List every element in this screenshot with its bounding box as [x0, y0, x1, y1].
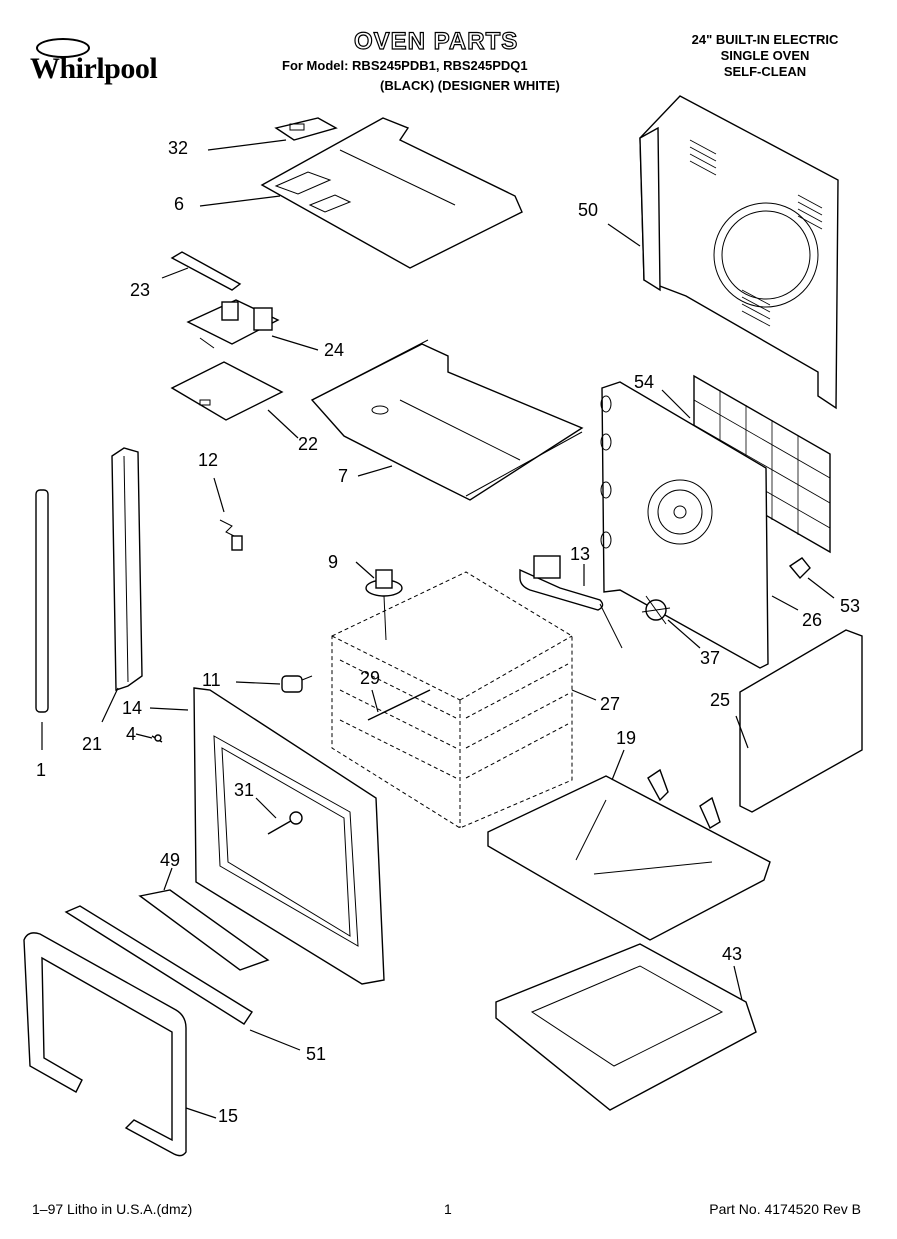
callout-25: 25: [710, 690, 731, 710]
callout-23: 23: [130, 280, 151, 300]
callout-4: 4: [126, 724, 137, 744]
footer-part-number: Part No. 4174520 Rev B: [709, 1201, 861, 1217]
page-title: OVEN PARTS: [353, 27, 519, 55]
callout-32: 32: [168, 138, 189, 158]
callout-14: 14: [122, 698, 143, 718]
part-6-top-panel: [260, 117, 523, 269]
footer-print-info: 1–97 Litho in U.S.A.(dmz): [32, 1201, 193, 1217]
part-32-plate: [274, 117, 338, 141]
part-11-light-socket: [281, 675, 313, 693]
callout-15: 15: [218, 1106, 239, 1126]
part-31-sensor: [267, 811, 303, 835]
brand-logo: Whirlpool: [30, 52, 158, 85]
part-14-front-frame: [193, 687, 385, 985]
callout-6: 6: [174, 194, 185, 214]
description-line-2: SINGLE OVEN: [720, 48, 810, 63]
part-26-fan-panel: [600, 381, 769, 669]
callout-7: 7: [338, 466, 349, 486]
part-49-filler-strip: [138, 889, 270, 971]
callout-37: 37: [700, 648, 721, 668]
description-line-3: SELF-CLEAN: [723, 64, 807, 79]
callout-31: 31: [234, 780, 255, 800]
callout-50: 50: [578, 200, 599, 220]
part-37-fan-blade: [641, 595, 671, 625]
part-21-side-channel: [111, 447, 143, 691]
part-53-clip: [788, 557, 811, 580]
model-line: For Model: RBS245PDB1, RBS245PDQ1: [282, 58, 528, 73]
part-54-insulation-grid: [693, 374, 831, 554]
callout-51: 51: [306, 1044, 327, 1064]
callout-54: 54: [634, 372, 655, 392]
part-13-bake-element: [519, 555, 623, 649]
callout-26: 26: [802, 610, 823, 630]
part-23-bracket: [170, 251, 242, 291]
callout-29: 29: [360, 668, 381, 688]
callout-13: 13: [570, 544, 591, 564]
part-50-rear-panel: [639, 95, 839, 410]
callout-21: 21: [82, 734, 103, 754]
part-43-bottom-tray: [495, 943, 757, 1111]
part-51-vent-trim: [64, 905, 253, 1025]
product-description: 24" BUILT-IN ELECTRIC SINGLE OVEN SELF-C…: [665, 32, 865, 80]
part-1-side-trim: [35, 489, 49, 713]
brand-logo-swirl: [36, 38, 90, 58]
description-line-1: 24" BUILT-IN ELECTRIC: [691, 32, 839, 47]
callout-49: 49: [160, 850, 181, 870]
callout-19: 19: [616, 728, 637, 748]
part-19-bottom-panel: [487, 768, 771, 941]
part-29-rod: [367, 689, 431, 721]
callout-24: 24: [324, 340, 345, 360]
callout-9: 9: [328, 552, 339, 572]
callout-1: 1: [36, 760, 47, 780]
part-9-thermal-probe: [365, 569, 403, 641]
callout-27: 27: [600, 694, 621, 714]
part-25-side-panel: [739, 629, 863, 813]
part-24-switch-assembly: [186, 299, 280, 349]
callout-11: 11: [202, 670, 221, 690]
part-22-insulation-plate: [170, 361, 284, 421]
part-4-screw: [151, 734, 163, 743]
callout-12: 12: [198, 450, 219, 470]
footer-page-number: 1: [444, 1201, 452, 1217]
callout-22: 22: [298, 434, 319, 454]
part-27-oven-cavity: [331, 571, 573, 829]
part-12-spring-clip: [219, 519, 243, 551]
model-variants: (BLACK) (DESIGNER WHITE): [380, 78, 560, 93]
part-7-oven-top-shield: [310, 339, 584, 501]
part-15-door-gasket: [23, 932, 187, 1157]
callout-43: 43: [722, 944, 743, 964]
callout-53: 53: [840, 596, 861, 616]
